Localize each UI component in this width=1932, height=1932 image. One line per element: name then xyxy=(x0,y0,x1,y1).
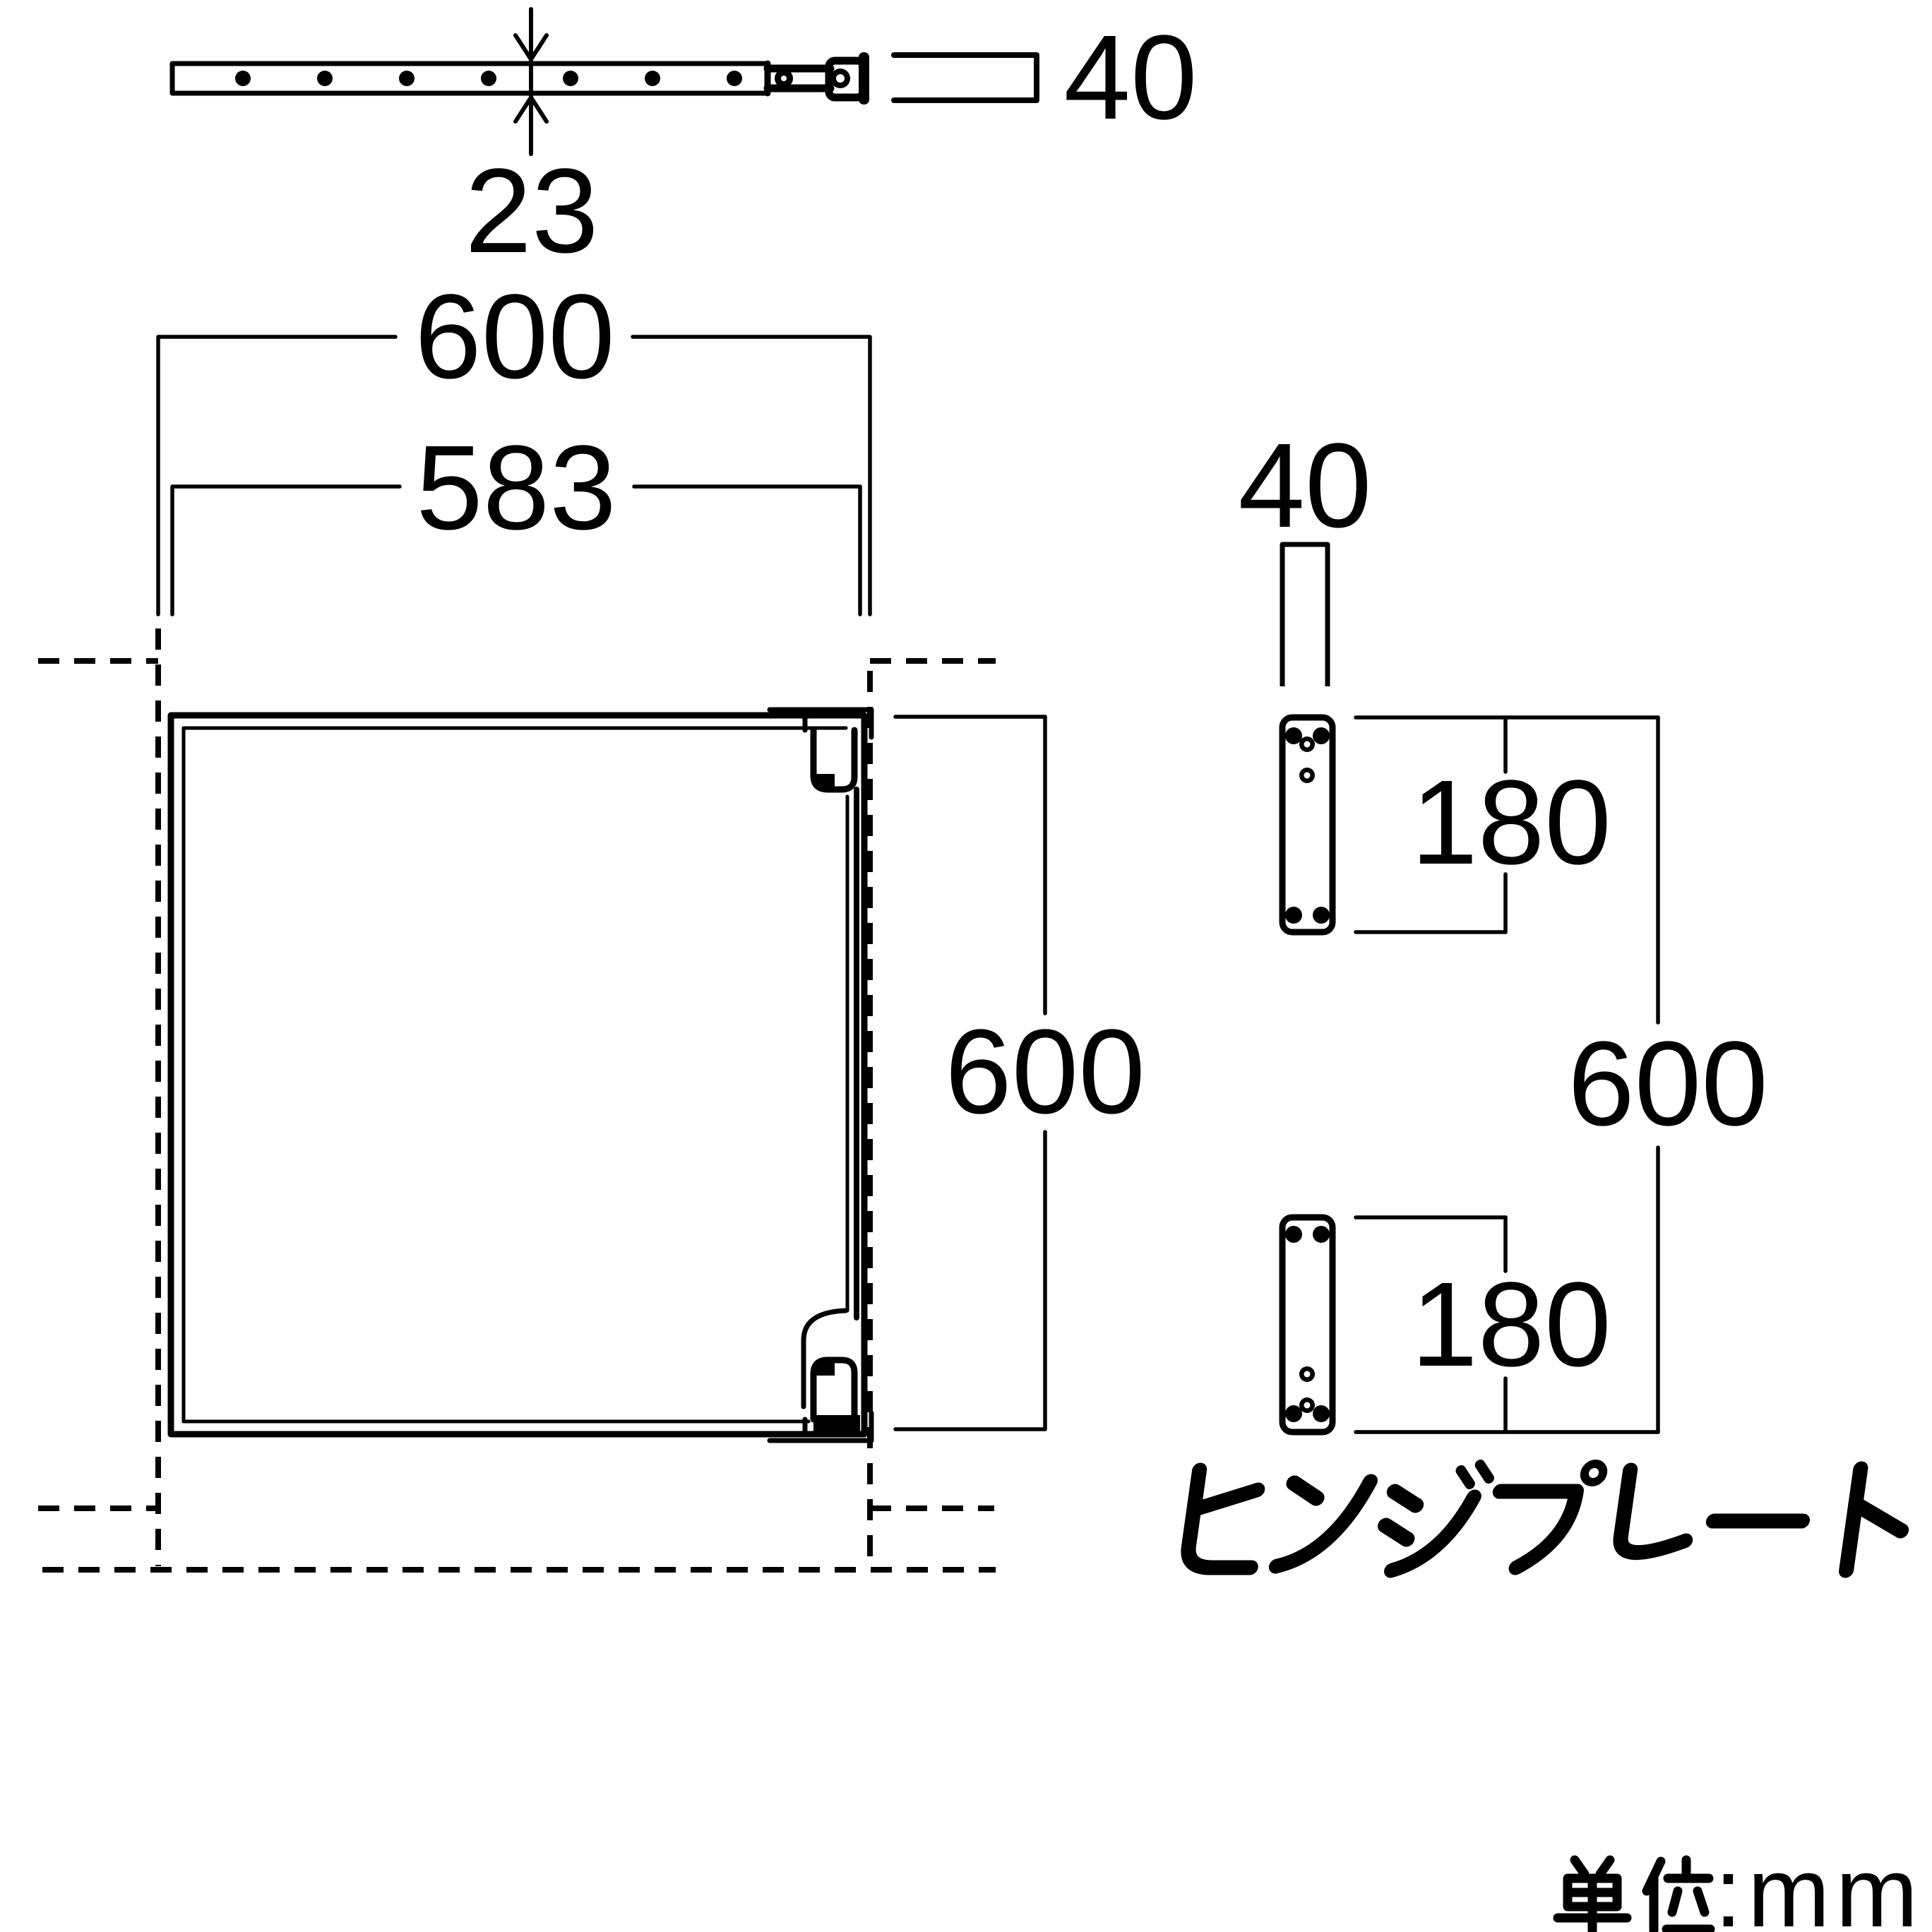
dim-180-bottom-lines xyxy=(1354,1215,1508,1434)
dim-worktop-thickness: 40 xyxy=(1063,11,1198,145)
dim-panel-height: 600 xyxy=(945,1005,1145,1139)
shelf-pin-holes xyxy=(235,71,742,86)
dim-opening-width: 600 xyxy=(415,270,615,404)
plate-width-indicator xyxy=(1280,542,1330,686)
dim-583-lines xyxy=(170,484,862,616)
opening-dashed-outline xyxy=(38,628,996,1573)
dim-600-top-lines xyxy=(156,335,872,616)
dim-23-lines xyxy=(513,7,549,156)
dim-plate-width: 40 xyxy=(1238,419,1372,553)
dim-plate-bottom-length: 180 xyxy=(1411,1258,1611,1392)
dim-600-mid-lines xyxy=(893,715,1047,1431)
hinge-plate-label-drawing xyxy=(1181,1460,1909,1578)
hinge-top-detail xyxy=(767,707,874,793)
hinge-bottom-detail xyxy=(767,1308,874,1443)
units-note-drawing xyxy=(1553,1855,1715,1932)
dim-180-top-lines xyxy=(1354,715,1660,934)
dim-plate-span: 600 xyxy=(1568,1017,1768,1151)
worktop-section xyxy=(891,52,1039,103)
dim-panel-width: 583 xyxy=(416,421,616,555)
dim-plate-top-length: 180 xyxy=(1411,756,1611,890)
hinge-side-view xyxy=(763,52,869,105)
dim-panel-thickness: 23 xyxy=(465,144,599,278)
panel-side-view xyxy=(169,7,869,156)
hinge-plate-top xyxy=(1279,714,1336,936)
hinge-plate-bottom xyxy=(1279,1214,1336,1436)
units-suffix-text: :mm xyxy=(1715,1837,1924,1932)
panel-front-view xyxy=(167,707,874,1443)
